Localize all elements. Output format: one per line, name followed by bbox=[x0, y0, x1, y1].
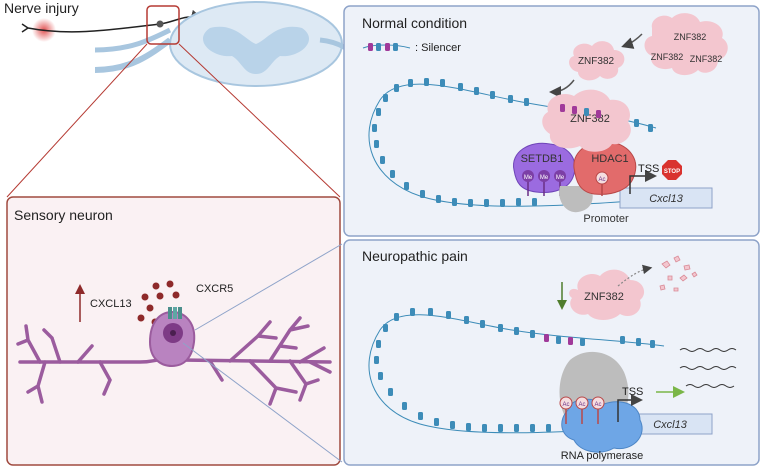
cxcr5-label: CXCR5 bbox=[196, 283, 233, 295]
znf382-down-arrowhead bbox=[557, 300, 567, 310]
me-mark-1: Me bbox=[524, 175, 533, 181]
sensory-neuron-panel: Sensory neuron CXCL13 CXCR5 bbox=[6, 196, 343, 466]
znf382-cluster-label-3: ZNF382 bbox=[690, 54, 723, 64]
sensory-neuron-title: Sensory neuron bbox=[14, 207, 113, 223]
nerve-injury-panel: Nerve injury bbox=[4, 0, 362, 198]
cxcl13-label: CXCL13 bbox=[90, 298, 132, 310]
acetyl-marks-pain bbox=[559, 396, 605, 424]
setdb1-label: SETDB1 bbox=[521, 153, 564, 165]
me-mark-2: Me bbox=[540, 175, 549, 181]
chromatin-complex-normal bbox=[559, 186, 593, 213]
promoter-label: Promoter bbox=[583, 213, 629, 225]
nucleosomes-pain bbox=[374, 308, 655, 432]
znf382-cluster-label-2: ZNF382 bbox=[651, 52, 684, 62]
cluster-dissociation-arrow bbox=[621, 33, 643, 49]
tss-label-normal: TSS bbox=[638, 163, 659, 175]
drg-highlight-box bbox=[146, 5, 180, 45]
degraded-znf382-fragments bbox=[659, 255, 698, 292]
cxcl13-up-arrowhead bbox=[75, 284, 85, 294]
tss-arrow-normal bbox=[629, 170, 657, 194]
znf382-bound-label: ZNF382 bbox=[570, 113, 610, 125]
cxcl13-gene-label-normal: Cxcl13 bbox=[649, 193, 684, 205]
neuron-nucleolus bbox=[170, 330, 176, 336]
silencer-legend-icon bbox=[362, 43, 411, 51]
zoom-line-right bbox=[178, 43, 341, 198]
normal-condition-title: Normal condition bbox=[362, 15, 467, 31]
rna-polymerase-label: RNA polymerase bbox=[561, 450, 644, 462]
silencers-normal bbox=[560, 104, 601, 118]
znf382-pain-label: ZNF382 bbox=[584, 291, 624, 303]
cxcl13-gene-box-normal bbox=[619, 187, 713, 209]
neuropathic-pain-title: Neuropathic pain bbox=[362, 248, 468, 264]
nerve-injury-title: Nerve injury bbox=[4, 0, 79, 16]
hdac1-label: HDAC1 bbox=[591, 153, 628, 165]
tss-arrow-pain bbox=[617, 394, 643, 422]
znf382-cluster-blob bbox=[644, 13, 728, 76]
znf382-free-label: ZNF382 bbox=[578, 56, 615, 67]
neuropathic-pain-panel: Neuropathic pain ZNF382 bbox=[343, 239, 760, 466]
nerve-ending-icon bbox=[21, 23, 29, 33]
znf382-cluster-label-1: ZNF382 bbox=[674, 32, 707, 42]
acetyl-label-pain-2: Ac bbox=[578, 402, 585, 408]
dna-strand-pain bbox=[368, 314, 712, 434]
stop-sign-icon bbox=[662, 160, 682, 180]
zoom-line-left bbox=[6, 43, 148, 198]
cxcr5-receptor-icon bbox=[168, 307, 182, 319]
projection-line-top bbox=[194, 243, 343, 331]
silencers-pain bbox=[544, 334, 585, 346]
mrna-transcripts-icon bbox=[679, 348, 737, 388]
silencer-legend-label: : Silencer bbox=[415, 42, 461, 54]
stop-label: STOP bbox=[664, 169, 680, 175]
normal-condition-panel: Normal condition : Silencer ZNF382 ZNF38… bbox=[343, 5, 760, 237]
drg-neuron-icon bbox=[156, 20, 164, 28]
znf382-binding-arrow bbox=[549, 79, 575, 98]
me-mark-3: Me bbox=[556, 175, 565, 181]
neuropathic-pain-frame bbox=[343, 239, 760, 466]
tss-label-pain: TSS bbox=[622, 386, 643, 398]
degradation-arrow bbox=[617, 264, 653, 287]
projection-line-bottom bbox=[182, 342, 343, 463]
acetyl-label-pain-1: Ac bbox=[562, 402, 569, 408]
acetyl-label-pain-3: Ac bbox=[594, 402, 601, 408]
acetyl-label-normal: Ac bbox=[598, 177, 605, 183]
cxcl13-gene-label-pain: Cxcl13 bbox=[653, 419, 688, 431]
znf382-pain-blob bbox=[569, 269, 645, 320]
znf382-free-blob bbox=[569, 41, 625, 81]
acetyl-mark-normal bbox=[595, 171, 609, 185]
spinal-cord-icon bbox=[94, 1, 362, 87]
